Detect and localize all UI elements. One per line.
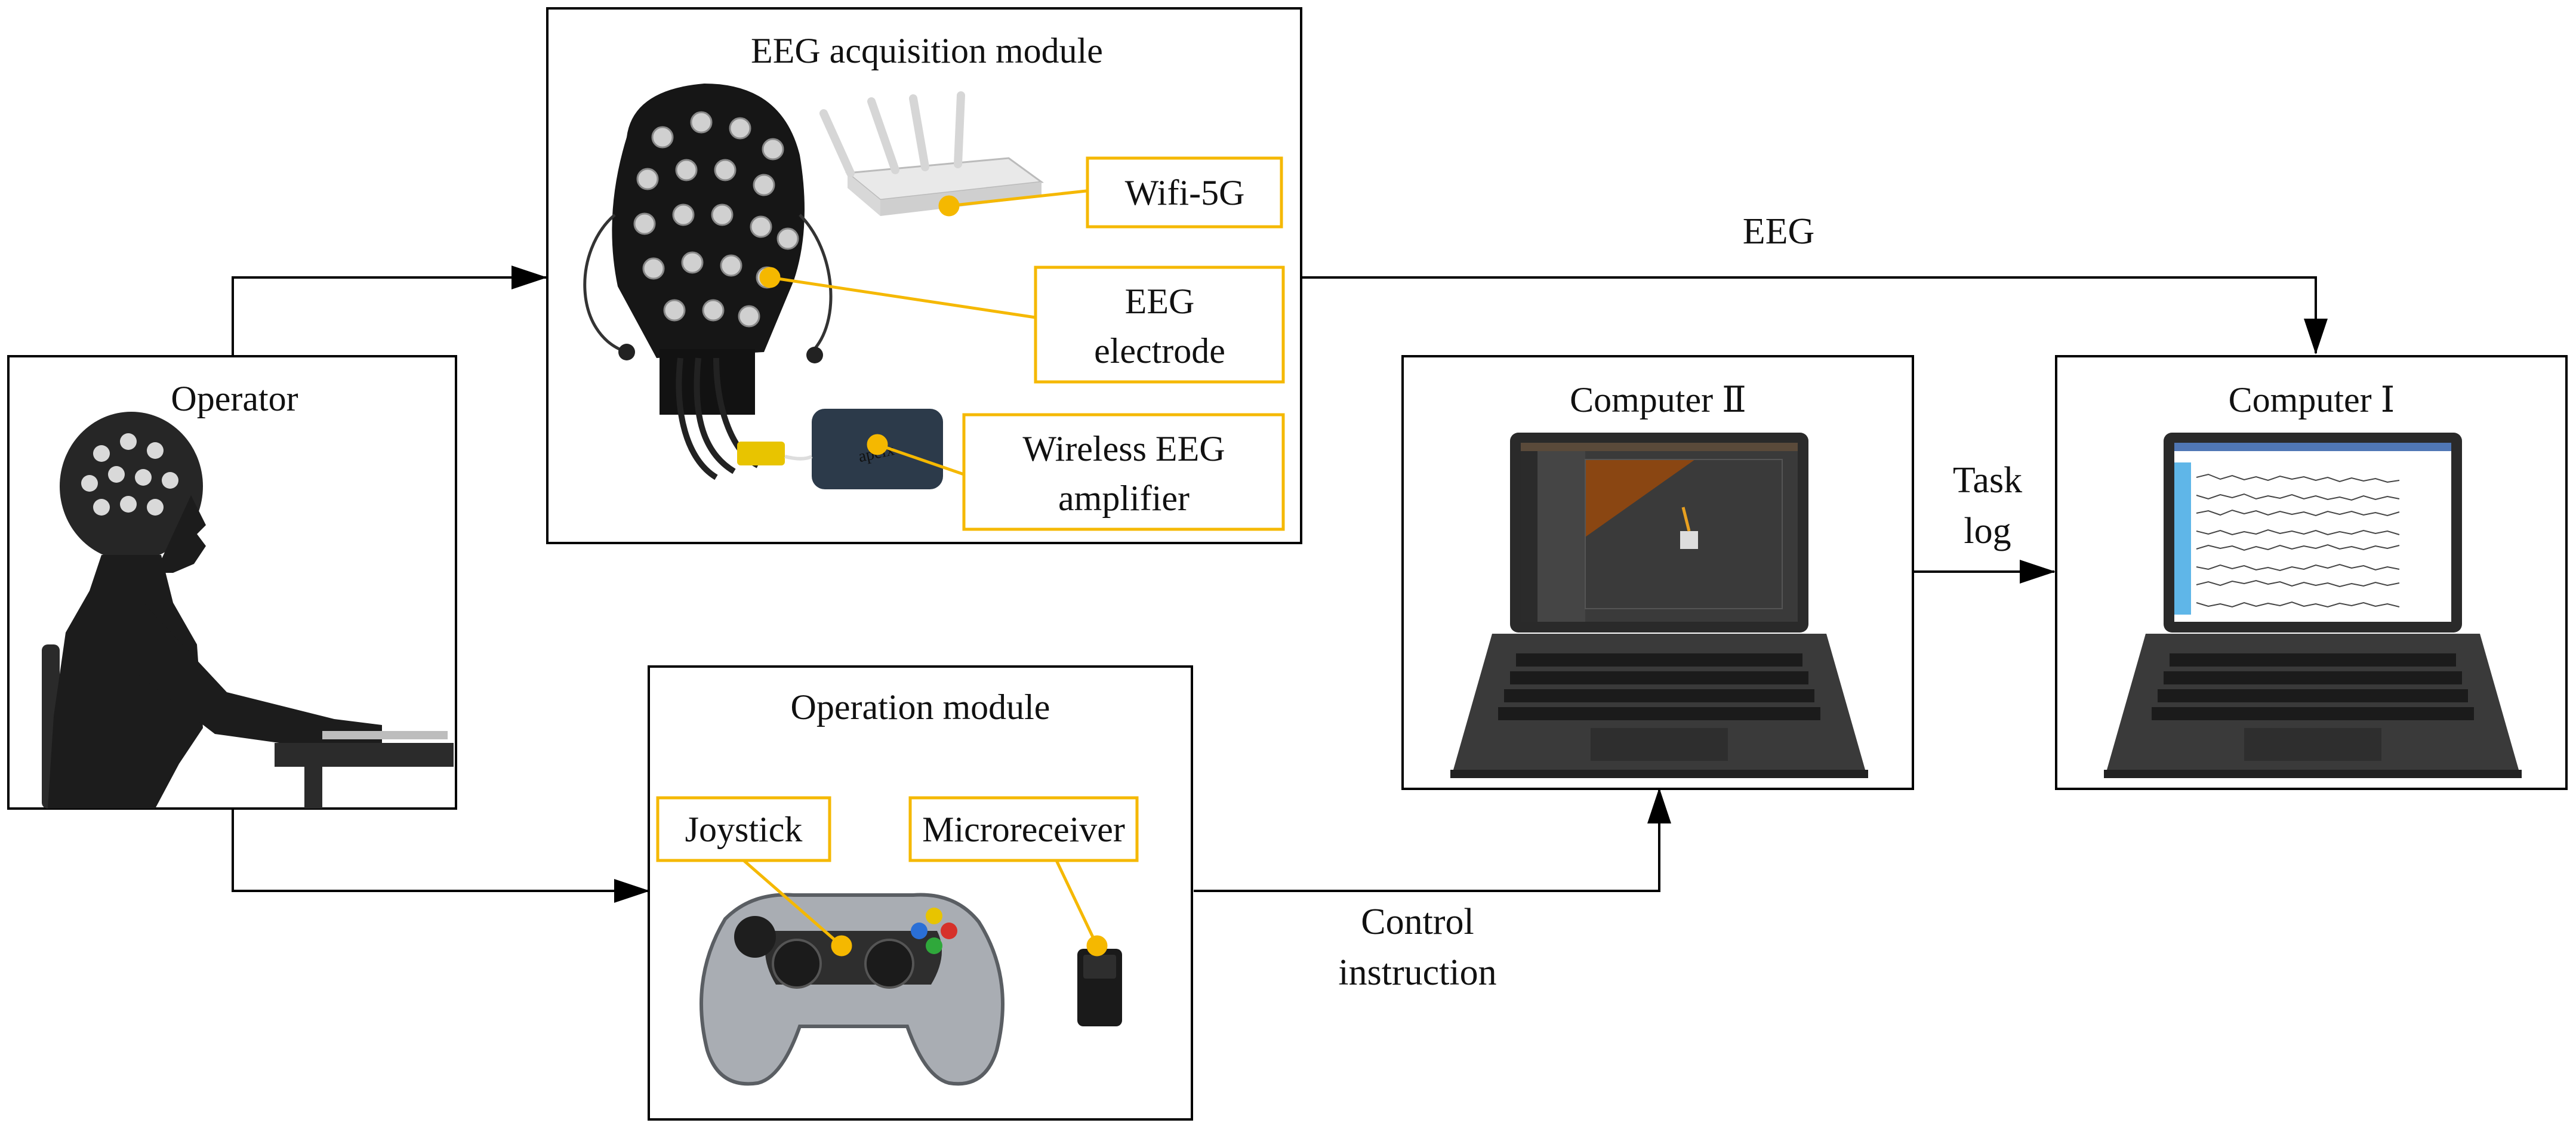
electrode-label-line2: electrode: [1094, 331, 1225, 371]
router-image: [819, 91, 1044, 216]
eeg-waveforms: [2196, 473, 2400, 608]
amplifier-label-line2: amplifier: [1058, 479, 1190, 518]
microreceiver-image: [1077, 949, 1122, 1026]
computer-2-module: Computer Ⅱ: [1401, 355, 1914, 790]
edge-label-control-1: Control: [1361, 902, 1474, 942]
edge-label-task-log-2: log: [1964, 511, 2011, 551]
edge-label-control-2: instruction: [1338, 952, 1496, 993]
electrode-label-line1: EEG: [1125, 282, 1195, 321]
gamepad-image: [700, 893, 1004, 1086]
amplifier-label-line1: Wireless EEG: [1022, 429, 1225, 468]
operator-module: Operator: [7, 355, 457, 810]
microreceiver-label-box: [908, 796, 1139, 862]
eeg-acquisition-module: EEG acquisition module: [546, 7, 1302, 544]
operator-silhouette: [42, 412, 454, 809]
eeg-acquisition-title: EEG acquisition module: [751, 31, 1103, 70]
operator-title: Operator: [171, 379, 298, 418]
wifi-label: Wifi-5G: [1125, 173, 1245, 212]
laptop-2-image: [1450, 433, 1868, 778]
wifi-label-box: [1086, 156, 1283, 229]
edge-eeg-to-computer1: [1301, 276, 2328, 354]
edge-label-task-log-1: Task: [1953, 460, 2022, 501]
microreceiver-label: Microreceiver: [922, 810, 1125, 849]
computer-2-title: Computer Ⅱ: [1570, 380, 1746, 419]
joystick-label-box: [656, 796, 831, 862]
laptop-1-image: [2104, 433, 2522, 778]
edge-operator-to-eeg: [232, 266, 547, 356]
amplifier-label-box: [962, 413, 1285, 531]
joystick-label: Joystick: [685, 810, 803, 849]
edge-operator-to-operation: [232, 809, 650, 903]
edge-label-eeg: EEG: [1743, 211, 1815, 252]
operation-callouts: [742, 859, 1108, 957]
computer-1-title: Computer Ⅰ: [2229, 380, 2395, 419]
operation-module: Operation module Joystick Microreceiver: [648, 665, 1193, 1121]
operation-title: Operation module: [791, 687, 1050, 727]
eeg-callouts: [759, 189, 1087, 476]
connectors: [232, 266, 2328, 903]
computer-1-module: Computer Ⅰ: [2055, 355, 2568, 790]
edge-operation-to-computer2: [1194, 788, 1671, 892]
electrode-label-box: [1034, 266, 1285, 384]
eeg-cap-image: [583, 84, 833, 480]
